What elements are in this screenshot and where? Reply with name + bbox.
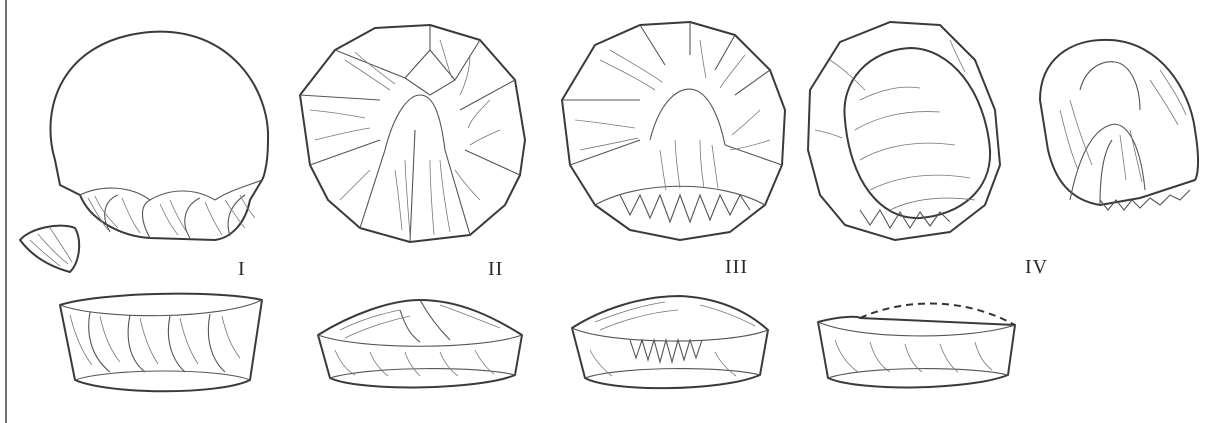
stage-4-exhausted-core (1040, 40, 1198, 210)
stage-2-side-view (318, 300, 522, 387)
stage-label-4: IV (1025, 256, 1048, 279)
stage-label-2: II (488, 258, 503, 281)
stage-4-core-top-view (808, 22, 1000, 240)
stage-1-core-top-view (50, 32, 268, 240)
stage-1-flake-fragment (20, 226, 79, 272)
stage-label-3: III (725, 256, 748, 279)
stage-2-core-top-view (300, 25, 525, 242)
stage-3-core-top-view (562, 22, 785, 240)
stage-1-side-view (60, 294, 262, 392)
stage-label-1: I (238, 258, 246, 281)
stage-3-side-view (572, 296, 768, 388)
stage-4-side-view (818, 303, 1015, 387)
